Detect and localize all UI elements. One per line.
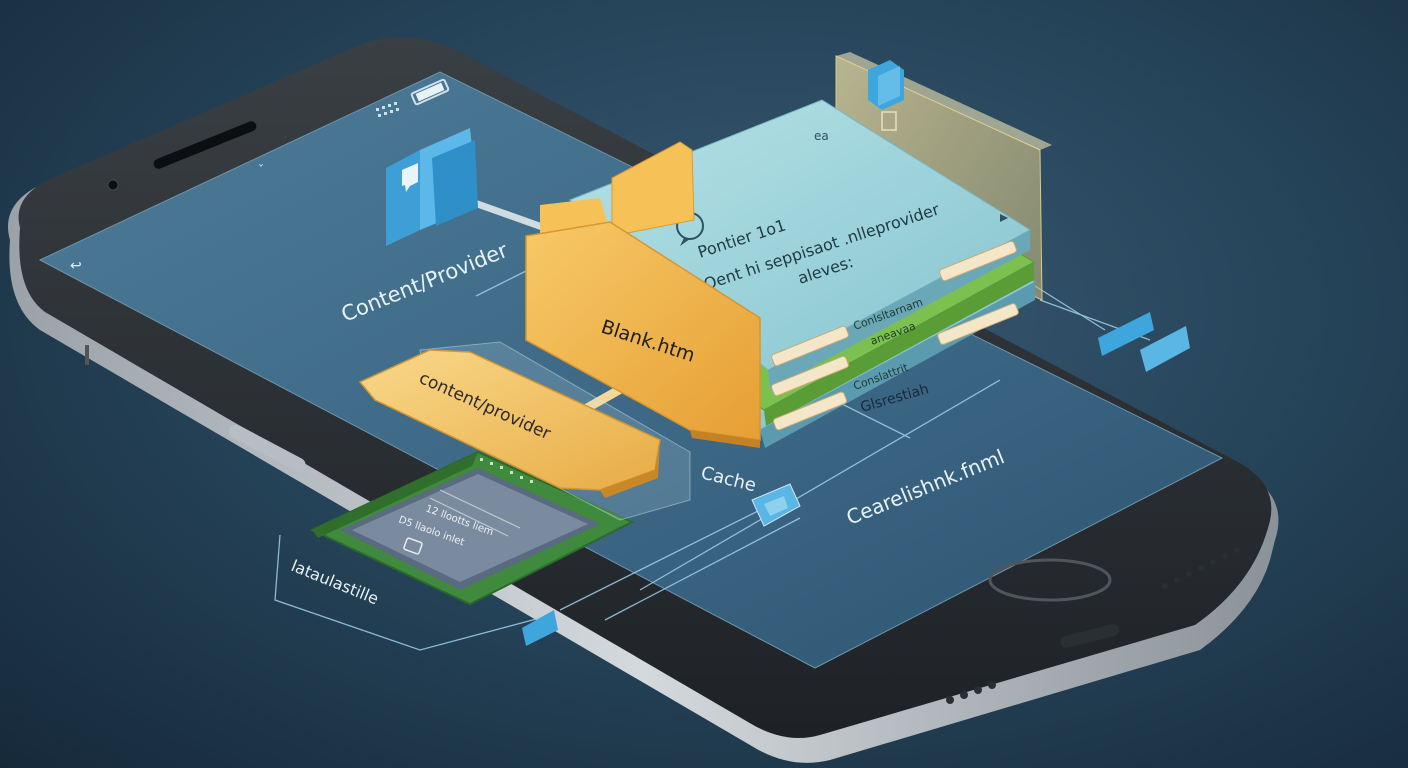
status-bar: ↩ ˇ bbox=[70, 78, 450, 274]
home-button bbox=[988, 558, 1112, 602]
panel-icon-label: ea bbox=[814, 129, 829, 143]
battery-icon bbox=[410, 78, 450, 106]
document-tile-icon bbox=[386, 128, 478, 246]
front-camera bbox=[107, 179, 119, 191]
signal-icon bbox=[376, 102, 399, 117]
speaker-grille bbox=[153, 121, 257, 169]
cache-icon bbox=[751, 483, 801, 527]
row-bars bbox=[771, 240, 1019, 431]
volume-button bbox=[228, 424, 306, 472]
storage-chip: 12 llootts liem D5 llaolo inlet bbox=[309, 450, 635, 606]
folder-icon: Blank.htm bbox=[525, 141, 761, 448]
top-cube-icon bbox=[868, 60, 904, 131]
panel-arrow-icon bbox=[1000, 214, 1008, 222]
screen-mark-left: ↩ bbox=[70, 258, 82, 274]
charging-port bbox=[1060, 624, 1120, 648]
side-slot bbox=[85, 345, 89, 365]
endpoint-tile-bottom bbox=[522, 610, 558, 646]
chip-icon bbox=[403, 537, 423, 555]
speaker-holes bbox=[946, 547, 1240, 704]
endpoint-tiles-right bbox=[1098, 312, 1190, 372]
storage-label: lataulastille bbox=[289, 556, 382, 608]
screen-mark-top: ˇ bbox=[258, 163, 264, 177]
